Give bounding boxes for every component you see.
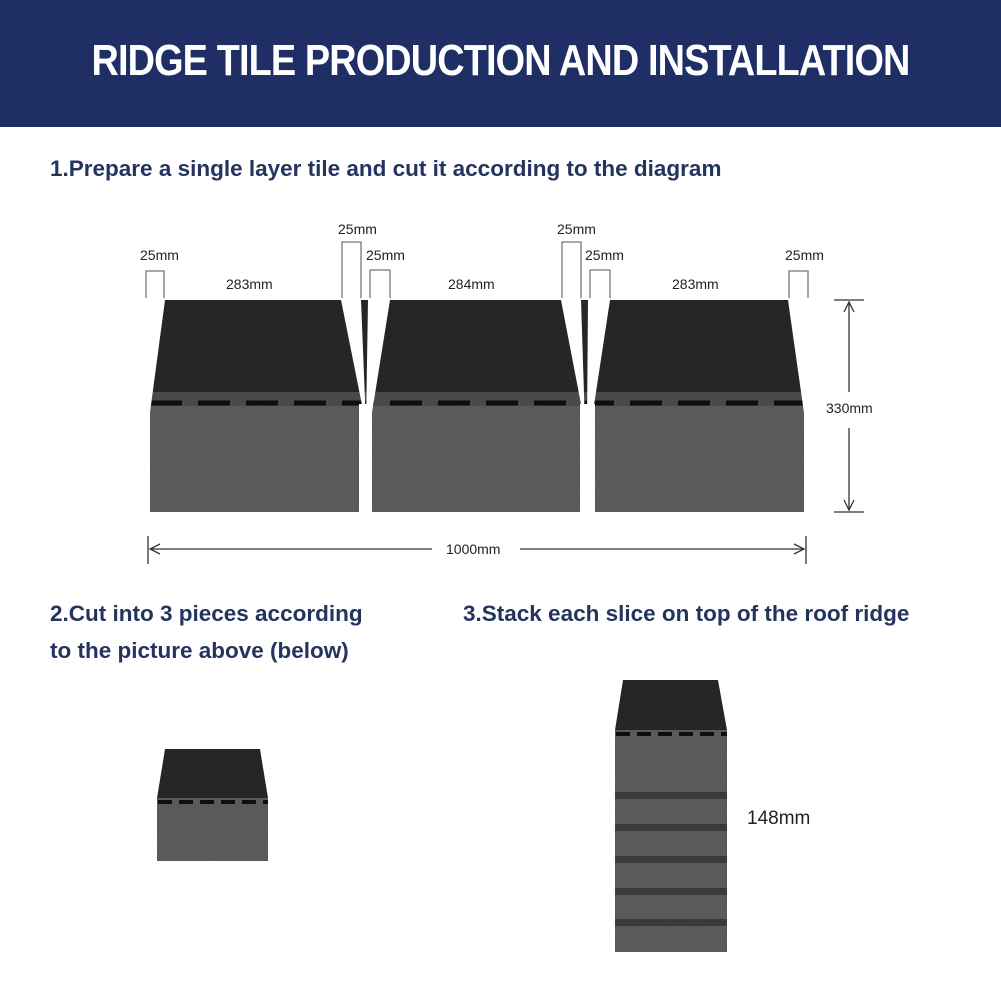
- piece-width-1: 283mm: [226, 276, 273, 292]
- height-label: 330mm: [826, 400, 873, 416]
- cut-label-2: 25mm: [338, 221, 377, 237]
- single-layer-tile: [145, 300, 806, 512]
- stack-label: 148mm: [747, 808, 811, 829]
- step-1-heading: 1.Prepare a single layer tile and cut it…: [50, 156, 722, 181]
- header-banner: RIDGE TILE PRODUCTION AND INSTALLATION: [0, 0, 1001, 127]
- cut-label-1: 25mm: [140, 247, 179, 263]
- cut-piece: [157, 749, 268, 861]
- step-2-heading-line1: 2.Cut into 3 pieces according: [50, 601, 363, 626]
- stacked-ridge: [615, 680, 727, 952]
- cut-label-5: 25mm: [585, 247, 624, 263]
- height-dimension-arrow: [834, 299, 864, 513]
- cut-notches: [145, 300, 808, 514]
- cut-label-3: 25mm: [366, 247, 405, 263]
- stack-layer-edges: [615, 792, 727, 926]
- page-title: RIDGE TILE PRODUCTION AND INSTALLATION: [91, 36, 911, 85]
- cut-label-4: 25mm: [557, 221, 596, 237]
- step-3-heading: 3.Stack each slice on top of the roof ri…: [463, 601, 910, 626]
- piece-width-2: 284mm: [448, 276, 495, 292]
- width-dimension-arrow: [147, 536, 807, 564]
- cut-brackets: [145, 241, 809, 298]
- step-2-heading-line2: to the picture above (below): [50, 638, 349, 663]
- cut-label-6: 25mm: [785, 247, 824, 263]
- piece-width-3: 283mm: [672, 276, 719, 292]
- total-width-label: 1000mm: [446, 541, 501, 557]
